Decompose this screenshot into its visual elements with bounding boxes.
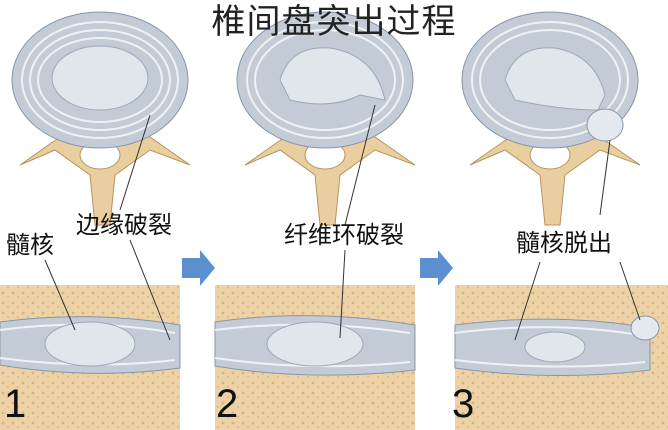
step-number-3: 3 [452, 382, 475, 426]
label-nucleus-prolapse: 髓核脱出 [516, 229, 612, 257]
arrow-icon [420, 250, 453, 286]
arrow-icon [182, 250, 215, 286]
step-number-1: 1 [4, 382, 27, 426]
vertebra-top-3 [461, 11, 641, 226]
disc-section-2 [214, 249, 416, 430]
vertebra-top-2 [236, 11, 416, 226]
label-annulus-rupture: 纤维环破裂 [284, 221, 404, 249]
page-title: 椎间盘突出过程 [211, 2, 457, 42]
step-number-2: 2 [216, 382, 239, 426]
vertebra-top-1 [11, 11, 191, 226]
disc-section-3 [454, 261, 668, 430]
disc-section-1 [0, 239, 181, 430]
label-nucleus: 髓核 [6, 231, 54, 259]
label-edge-rupture: 边缘破裂 [76, 211, 172, 239]
